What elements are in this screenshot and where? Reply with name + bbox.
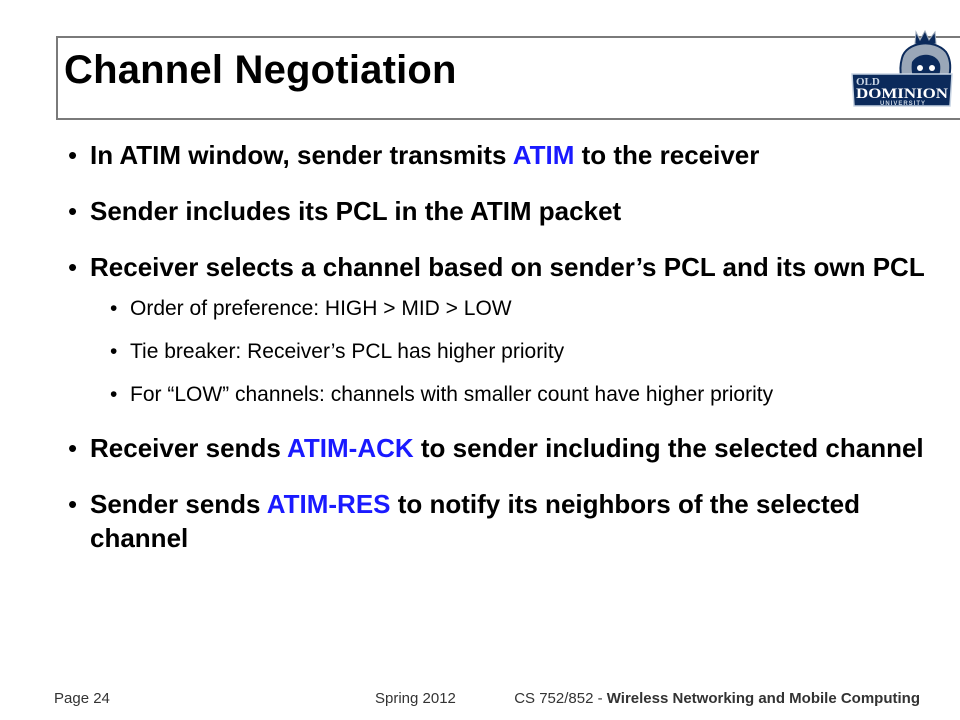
bullet-atim-ack: •Receiver sends ATIM-ACK to sender inclu… <box>68 433 924 463</box>
bullet-dot-icon: • <box>68 140 78 170</box>
bullet-dot-icon: • <box>68 489 78 519</box>
bullet-dot-icon: • <box>68 433 78 463</box>
sub-bullet-tie-breaker: •Tie breaker: Receiver’s PCL has higher … <box>110 337 930 366</box>
bullet-atim-res: •Sender sends ATIM-RES to notify its nei… <box>68 489 861 553</box>
bullet-dot-icon: • <box>110 383 118 406</box>
title-frame <box>56 36 960 120</box>
bullet-dot-icon: • <box>110 340 118 363</box>
footer-course: CS 752/852 - Wireless Networking and Mob… <box>514 690 920 708</box>
highlight-atim-ack: ATIM-ACK <box>287 433 414 463</box>
old-dominion-university-monarch-logo-icon: OLD DOMINION UNIVERSITY <box>851 29 953 107</box>
crown-icon <box>914 29 937 45</box>
sub-bullet-low-channels: •For “LOW” channels: channels with small… <box>110 380 930 409</box>
bullet-dot-icon: • <box>68 196 78 226</box>
slide-title: Channel Negotiation <box>64 48 457 92</box>
bullet-pcl-included: •Sender includes its PCL in the ATIM pac… <box>68 196 622 226</box>
page-number: Page 24 <box>54 690 110 707</box>
bullet-channel-selection: •Receiver selects a channel based on sen… <box>68 252 925 282</box>
footer-term: Spring 2012 <box>375 690 456 707</box>
bullet-dot-icon: • <box>68 252 78 282</box>
logo-text-sub: UNIVERSITY <box>880 101 926 107</box>
bullet-dot-icon: • <box>110 297 118 320</box>
wordmark-banner: OLD DOMINION UNIVERSITY <box>851 73 953 107</box>
highlight-atim: ATIM <box>512 140 575 170</box>
highlight-atim-res: ATIM-RES <box>266 489 391 519</box>
course-code: CS 752/852 - <box>514 690 607 707</box>
sub-bullet-list: •Order of preference: HIGH > MID > LOW •… <box>68 294 948 409</box>
logo-text-top: OLD <box>856 76 880 88</box>
course-name: Wireless Networking and Mobile Computing <box>606 690 920 707</box>
sub-bullet-preference: •Order of preference: HIGH > MID > LOW <box>110 294 930 323</box>
bullet-atim-transmit: •In ATIM window, sender transmits ATIM t… <box>68 140 760 170</box>
logo-text-main: DOMINION <box>856 86 948 102</box>
slide-body: •In ATIM window, sender transmits ATIM t… <box>68 138 948 577</box>
